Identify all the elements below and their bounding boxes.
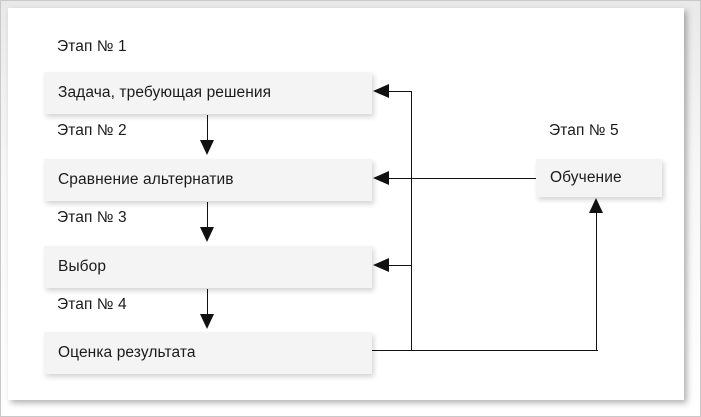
stage-2-box[interactable]: Сравнение альтернатив — [44, 159, 372, 201]
flow-3-to-4-arrowhead-icon — [200, 314, 214, 329]
stage-2-label: Этап № 2 — [57, 122, 127, 139]
flow-3-to-4-stem — [207, 289, 209, 315]
stage-3-label: Этап № 3 — [57, 209, 127, 226]
stage-5-label: Этап № 5 — [549, 122, 619, 139]
feedback-bus-to-1-line — [389, 91, 412, 93]
feedback-4-to-5-arrowhead-icon — [589, 198, 603, 213]
feedback-5-to-2-line — [389, 178, 536, 180]
feedback-bus-to-3-line — [389, 265, 412, 267]
stage-4-label: Этап № 4 — [57, 296, 127, 313]
stage-1-box[interactable]: Задача, требующая решения — [44, 72, 372, 114]
feedback-trunk-vertical-line — [411, 91, 413, 351]
feedback-5-to-2-arrowhead-icon — [373, 170, 389, 185]
flow-2-to-3-stem — [207, 202, 209, 228]
feedback-4-to-5-stem — [596, 213, 598, 351]
feedback-bus-bottom-line — [372, 350, 598, 352]
stage-4-box[interactable]: Оценка результата — [44, 332, 372, 374]
stage-5-box[interactable]: Обучение — [536, 159, 662, 197]
stage-1-label: Этап № 1 — [57, 38, 127, 55]
stage-3-box[interactable]: Выбор — [44, 246, 372, 288]
flow-2-to-3-arrowhead-icon — [200, 227, 214, 242]
flow-1-to-2-arrowhead-icon — [200, 140, 214, 155]
flow-1-to-2-stem — [207, 115, 209, 141]
feedback-bus-to-1-arrowhead-icon — [373, 83, 389, 98]
feedback-bus-to-3-arrowhead-icon — [373, 257, 389, 272]
